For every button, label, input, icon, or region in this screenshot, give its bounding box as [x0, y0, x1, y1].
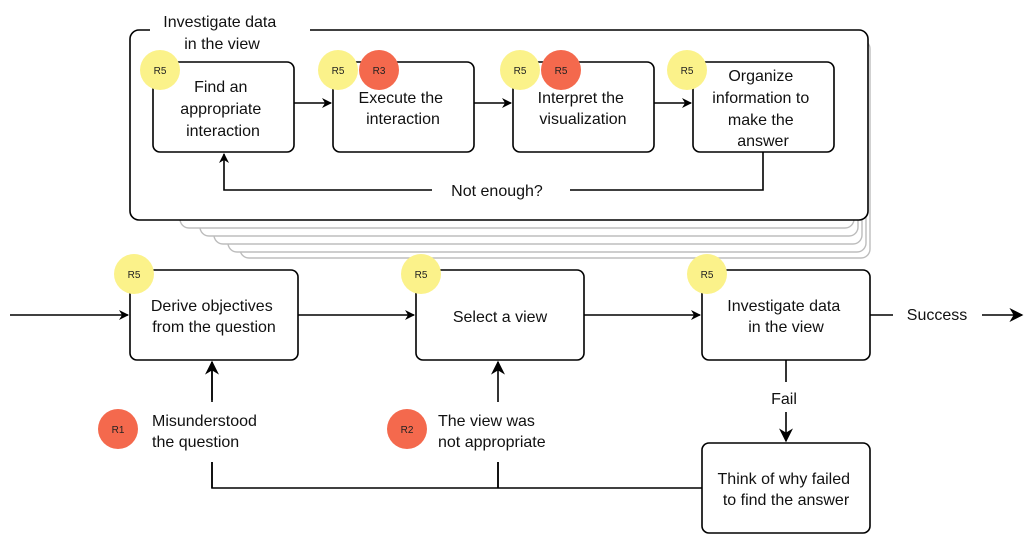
badge-label: R5 — [701, 270, 714, 281]
badge-label: R5 — [154, 66, 167, 77]
loop-line-right — [570, 152, 764, 191]
loop-label: Not enough? — [451, 183, 543, 200]
badge-r5 — [500, 50, 540, 90]
step-investigate-data[interactable] — [701, 269, 871, 361]
badge-r5 — [318, 50, 358, 90]
step-find-interaction[interactable] — [152, 61, 295, 153]
step-think-why-failed-label: Think of why failed to find the answer — [718, 471, 855, 509]
badge-label: R5 — [555, 66, 568, 77]
step-derive-objectives[interactable] — [129, 269, 299, 361]
reason-view-label: The view was not appropriate — [438, 413, 546, 451]
step-think-why-failed[interactable] — [701, 442, 871, 534]
reason-misunderstood-label: Misunderstood the question — [152, 413, 261, 451]
detail-group-title-mask — [150, 10, 310, 52]
badge-r5 — [140, 50, 180, 90]
badge-label: R3 — [373, 66, 386, 77]
badge-r5 — [687, 254, 727, 294]
step-derive-objectives-label: Derive objectives from the question — [151, 298, 277, 336]
badge-label: R5 — [332, 66, 345, 77]
step-organize-information-label: Organize information to make the answer — [712, 68, 813, 150]
mask — [204, 402, 220, 462]
badge-r3 — [359, 50, 399, 90]
badge-label: R1 — [112, 425, 125, 436]
badge-r5-red — [541, 50, 581, 90]
detail-group-title-line-2: in the view — [184, 36, 260, 53]
step-select-view-label: Select a view — [453, 309, 548, 326]
success-label: Success — [907, 307, 967, 324]
badge-label: R5 — [681, 66, 694, 77]
fail-label: Fail — [771, 391, 797, 408]
detail-group-title-line-1: Investigate data — [163, 14, 276, 31]
step-find-interaction-label: Find an appropriate interaction — [180, 79, 265, 140]
badge-label: R5 — [514, 66, 527, 77]
loop-line-left — [219, 153, 432, 191]
mask — [490, 402, 506, 462]
badge-label: R2 — [401, 425, 414, 436]
badge-r5 — [667, 50, 707, 90]
detail-group-title: Investigate data in the view — [163, 14, 280, 53]
badge-r5 — [401, 254, 441, 294]
step-interpret-visualization-label: Interpret the visualization — [538, 90, 629, 128]
badge-r2 — [387, 409, 427, 449]
badge-label: R5 — [128, 270, 141, 281]
badge-r1 — [98, 409, 138, 449]
step-investigate-data-label: Investigate data in the view — [727, 298, 844, 336]
step-execute-interaction-label: Execute the interaction — [359, 90, 448, 128]
badge-label: R5 — [415, 270, 428, 281]
badge-r5 — [114, 254, 154, 294]
